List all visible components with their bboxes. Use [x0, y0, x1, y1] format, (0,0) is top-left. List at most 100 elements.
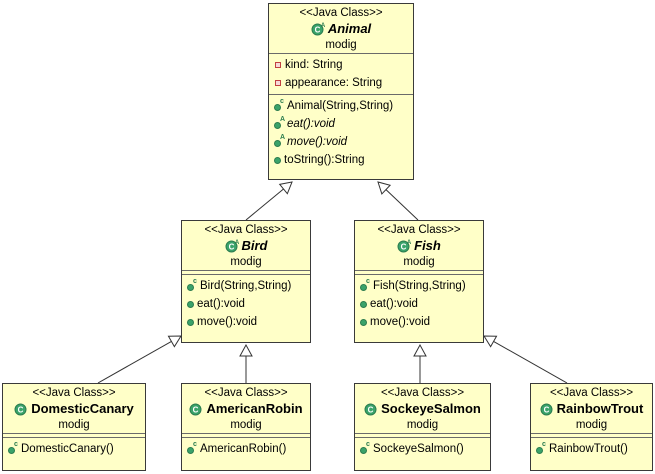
class-name-text: Animal	[327, 21, 372, 36]
method-row[interactable]: eat():void	[182, 295, 310, 313]
class-name-text: DomesticCanary	[31, 401, 134, 416]
generalization-arrowhead	[377, 181, 392, 195]
svg-text:A: A	[407, 240, 411, 246]
fields-section	[355, 433, 490, 437]
package-label: modig	[406, 419, 439, 431]
stereotype-label: <<Java Class>>	[204, 387, 288, 399]
edge-fish-to-animal	[385, 189, 419, 221]
class-name-text: AmericanRobin	[206, 401, 303, 416]
class-header: <<Java Class>> C AmericanRobin modig	[182, 384, 310, 433]
svg-text:A: A	[234, 240, 238, 246]
public-method-icon	[360, 300, 367, 308]
svg-text:A: A	[321, 23, 325, 29]
constructor-icon: c	[8, 441, 18, 454]
package-label: modig	[325, 39, 357, 51]
constructor-icon: c	[274, 98, 284, 111]
method-label: Fish(String,String)	[373, 280, 466, 292]
method-label: move():void	[370, 316, 431, 328]
constructor-icon: c	[360, 278, 370, 291]
edge-bird-to-animal	[245, 188, 284, 221]
private-field-icon	[275, 80, 281, 86]
field-row[interactable]: kind: String	[269, 56, 413, 74]
stereotype-label: <<Java Class>>	[377, 224, 461, 236]
fields-section	[182, 270, 310, 274]
generalization-arrowhead	[413, 343, 427, 357]
public-method-icon	[187, 300, 194, 308]
method-label: RainbowTrout()	[549, 443, 628, 455]
generalization-arrowhead	[278, 181, 293, 195]
constructor-icon: c	[536, 441, 546, 454]
svg-text:C: C	[228, 242, 234, 251]
method-row[interactable]: toString():String	[269, 151, 413, 169]
method-label: move():void	[197, 316, 258, 328]
private-field-icon	[275, 62, 281, 68]
method-row[interactable]: move():void	[182, 313, 310, 331]
method-label: SockeyeSalmon()	[373, 443, 464, 455]
public-method-icon	[274, 156, 281, 164]
class-icon: C	[189, 402, 203, 416]
class-icon: C	[540, 402, 554, 416]
public-method-icon	[187, 318, 194, 326]
method-row[interactable]: eat():void	[355, 295, 483, 313]
generalization-arrowhead	[167, 335, 182, 348]
method-label: eat():void	[370, 298, 418, 310]
fields-section	[3, 433, 145, 437]
fields-section	[182, 433, 310, 437]
svg-text:C: C	[314, 25, 320, 34]
field-label: kind: String	[285, 59, 343, 71]
public-method-icon	[360, 318, 367, 326]
method-label: move():void	[287, 136, 348, 148]
method-label: toString():String	[284, 154, 365, 166]
package-label: modig	[230, 419, 262, 431]
fields-section	[531, 433, 652, 437]
class-name-text: Fish	[414, 238, 441, 253]
constructor-icon: c	[187, 441, 197, 454]
stereotype-label: <<Java Class>>	[380, 387, 465, 399]
constructor-icon: c	[360, 441, 370, 454]
field-row[interactable]: appearance: String	[269, 74, 413, 92]
stereotype-label: <<Java Class>>	[204, 224, 288, 236]
method-label: Bird(String,String)	[200, 280, 292, 292]
svg-text:C: C	[401, 242, 407, 251]
class-name-text: RainbowTrout	[556, 401, 644, 416]
method-row[interactable]: move():void	[355, 313, 483, 331]
abstract-method-icon: A	[274, 116, 285, 129]
svg-text:C: C	[193, 405, 199, 414]
method-label: DomesticCanary()	[21, 443, 114, 455]
fields-section: kind: String appearance: String	[269, 53, 413, 94]
method-label: Animal(String,String)	[287, 100, 394, 112]
